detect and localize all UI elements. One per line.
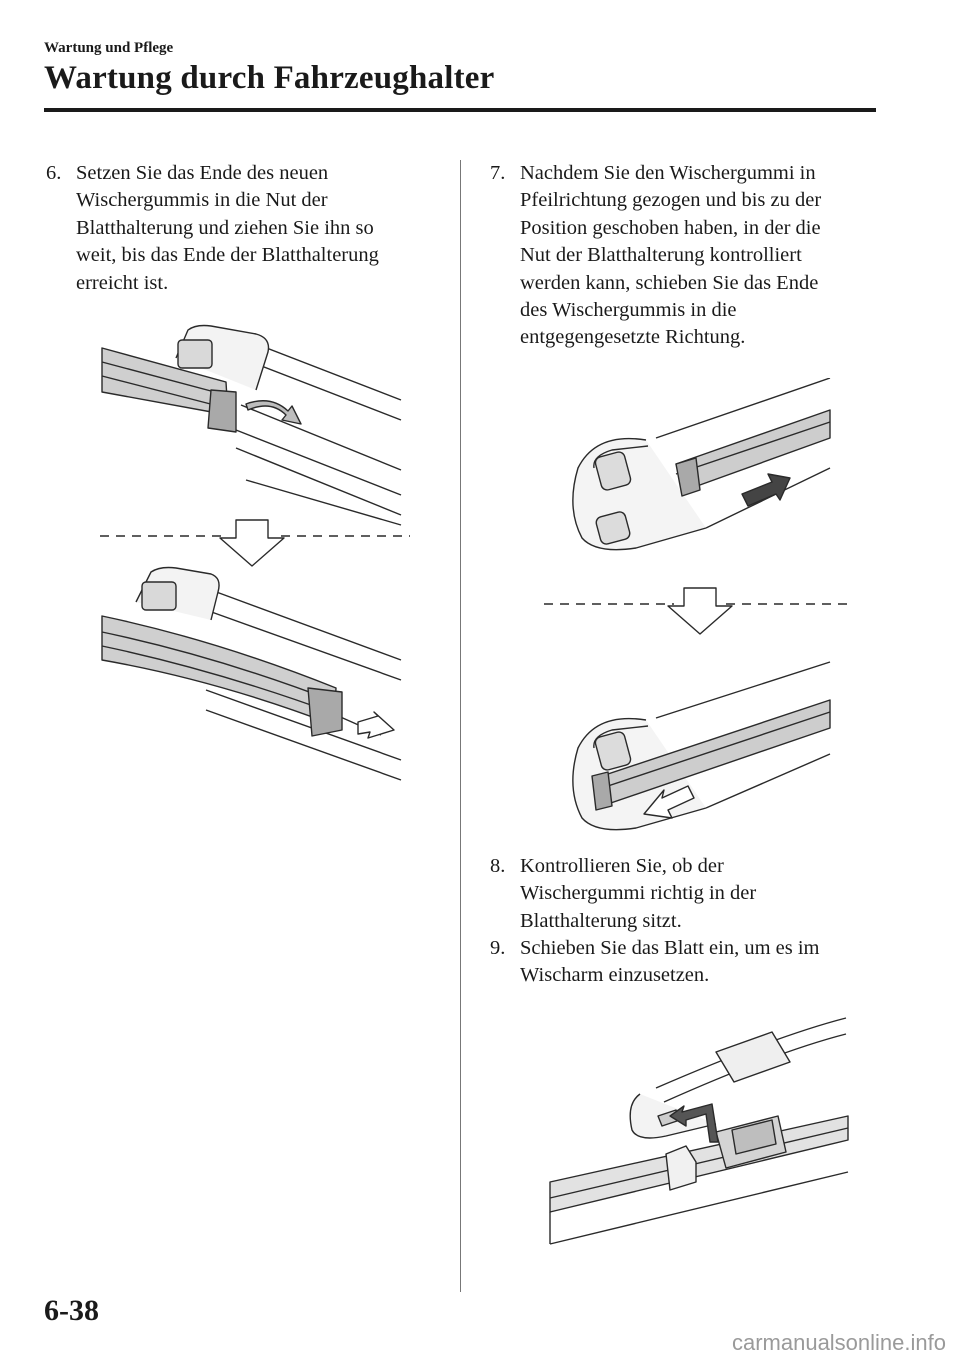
page-number: 6-38 xyxy=(44,1294,99,1327)
step-text-line: weit, bis das Ende der Blatthalterung xyxy=(76,244,379,267)
title-rule xyxy=(44,108,876,112)
page-title: Wartung durch Fahrzeughalter xyxy=(44,60,495,96)
step-number: 6. xyxy=(46,162,62,184)
step-text-line: werden kann, schieben Sie das Ende xyxy=(520,271,819,294)
column-divider xyxy=(460,160,461,1292)
step-text-line: Setzen Sie das Ende des neuen xyxy=(76,162,329,184)
step-text-line: Position geschoben haben, in der die xyxy=(520,216,821,239)
step-text-line: Pfeilrichtung gezogen und bis zu der xyxy=(520,189,822,212)
step-number: 7. xyxy=(490,162,506,184)
step-text-line: Blatthalterung und ziehen Sie ihn so xyxy=(76,216,374,239)
step-7: 7. Nachdem Sie den Wischergummi in Pfeil… xyxy=(490,160,890,352)
watermark: carmanualsonline.info xyxy=(731,1330,946,1355)
step-text-line: Blatthalterung sitzt. xyxy=(520,909,682,932)
step-text-line: Nachdem Sie den Wischergummi in xyxy=(520,162,816,184)
step-number: 8. xyxy=(490,855,506,877)
step-number: 9. xyxy=(490,937,506,959)
step-text-line: Schieben Sie das Blatt ein, um es im xyxy=(520,937,820,959)
step-text-line: Kontrollieren Sie, ob der xyxy=(520,855,724,877)
section-label: Wartung und Pflege xyxy=(44,40,174,56)
step-text-line: entgegengesetzte Richtung. xyxy=(520,326,746,349)
step-text-line: erreicht ist. xyxy=(76,271,169,294)
step-text-line: Wischergummis in die Nut der xyxy=(76,189,328,212)
wiper-blade-arm-attach-illustration xyxy=(546,1012,856,1248)
step-6: 6. Setzen Sie das Ende des neuen Wischer… xyxy=(46,160,446,297)
step-text-line: Wischergummi richtig in der xyxy=(520,882,757,905)
step-text-line: Nut der Blatthalterung kontrolliert xyxy=(520,244,802,267)
step-9: 9. Schieben Sie das Blatt ein, um es im … xyxy=(490,935,890,990)
wiper-rubber-slide-back-illustration xyxy=(536,378,856,838)
step-text-line: des Wischergummis in die xyxy=(520,299,737,322)
step-8: 8. Kontrollieren Sie, ob der Wischergumm… xyxy=(490,853,890,935)
wiper-rubber-insert-illustration xyxy=(96,320,416,795)
step-text-line: Wischarm einzusetzen. xyxy=(520,964,710,987)
